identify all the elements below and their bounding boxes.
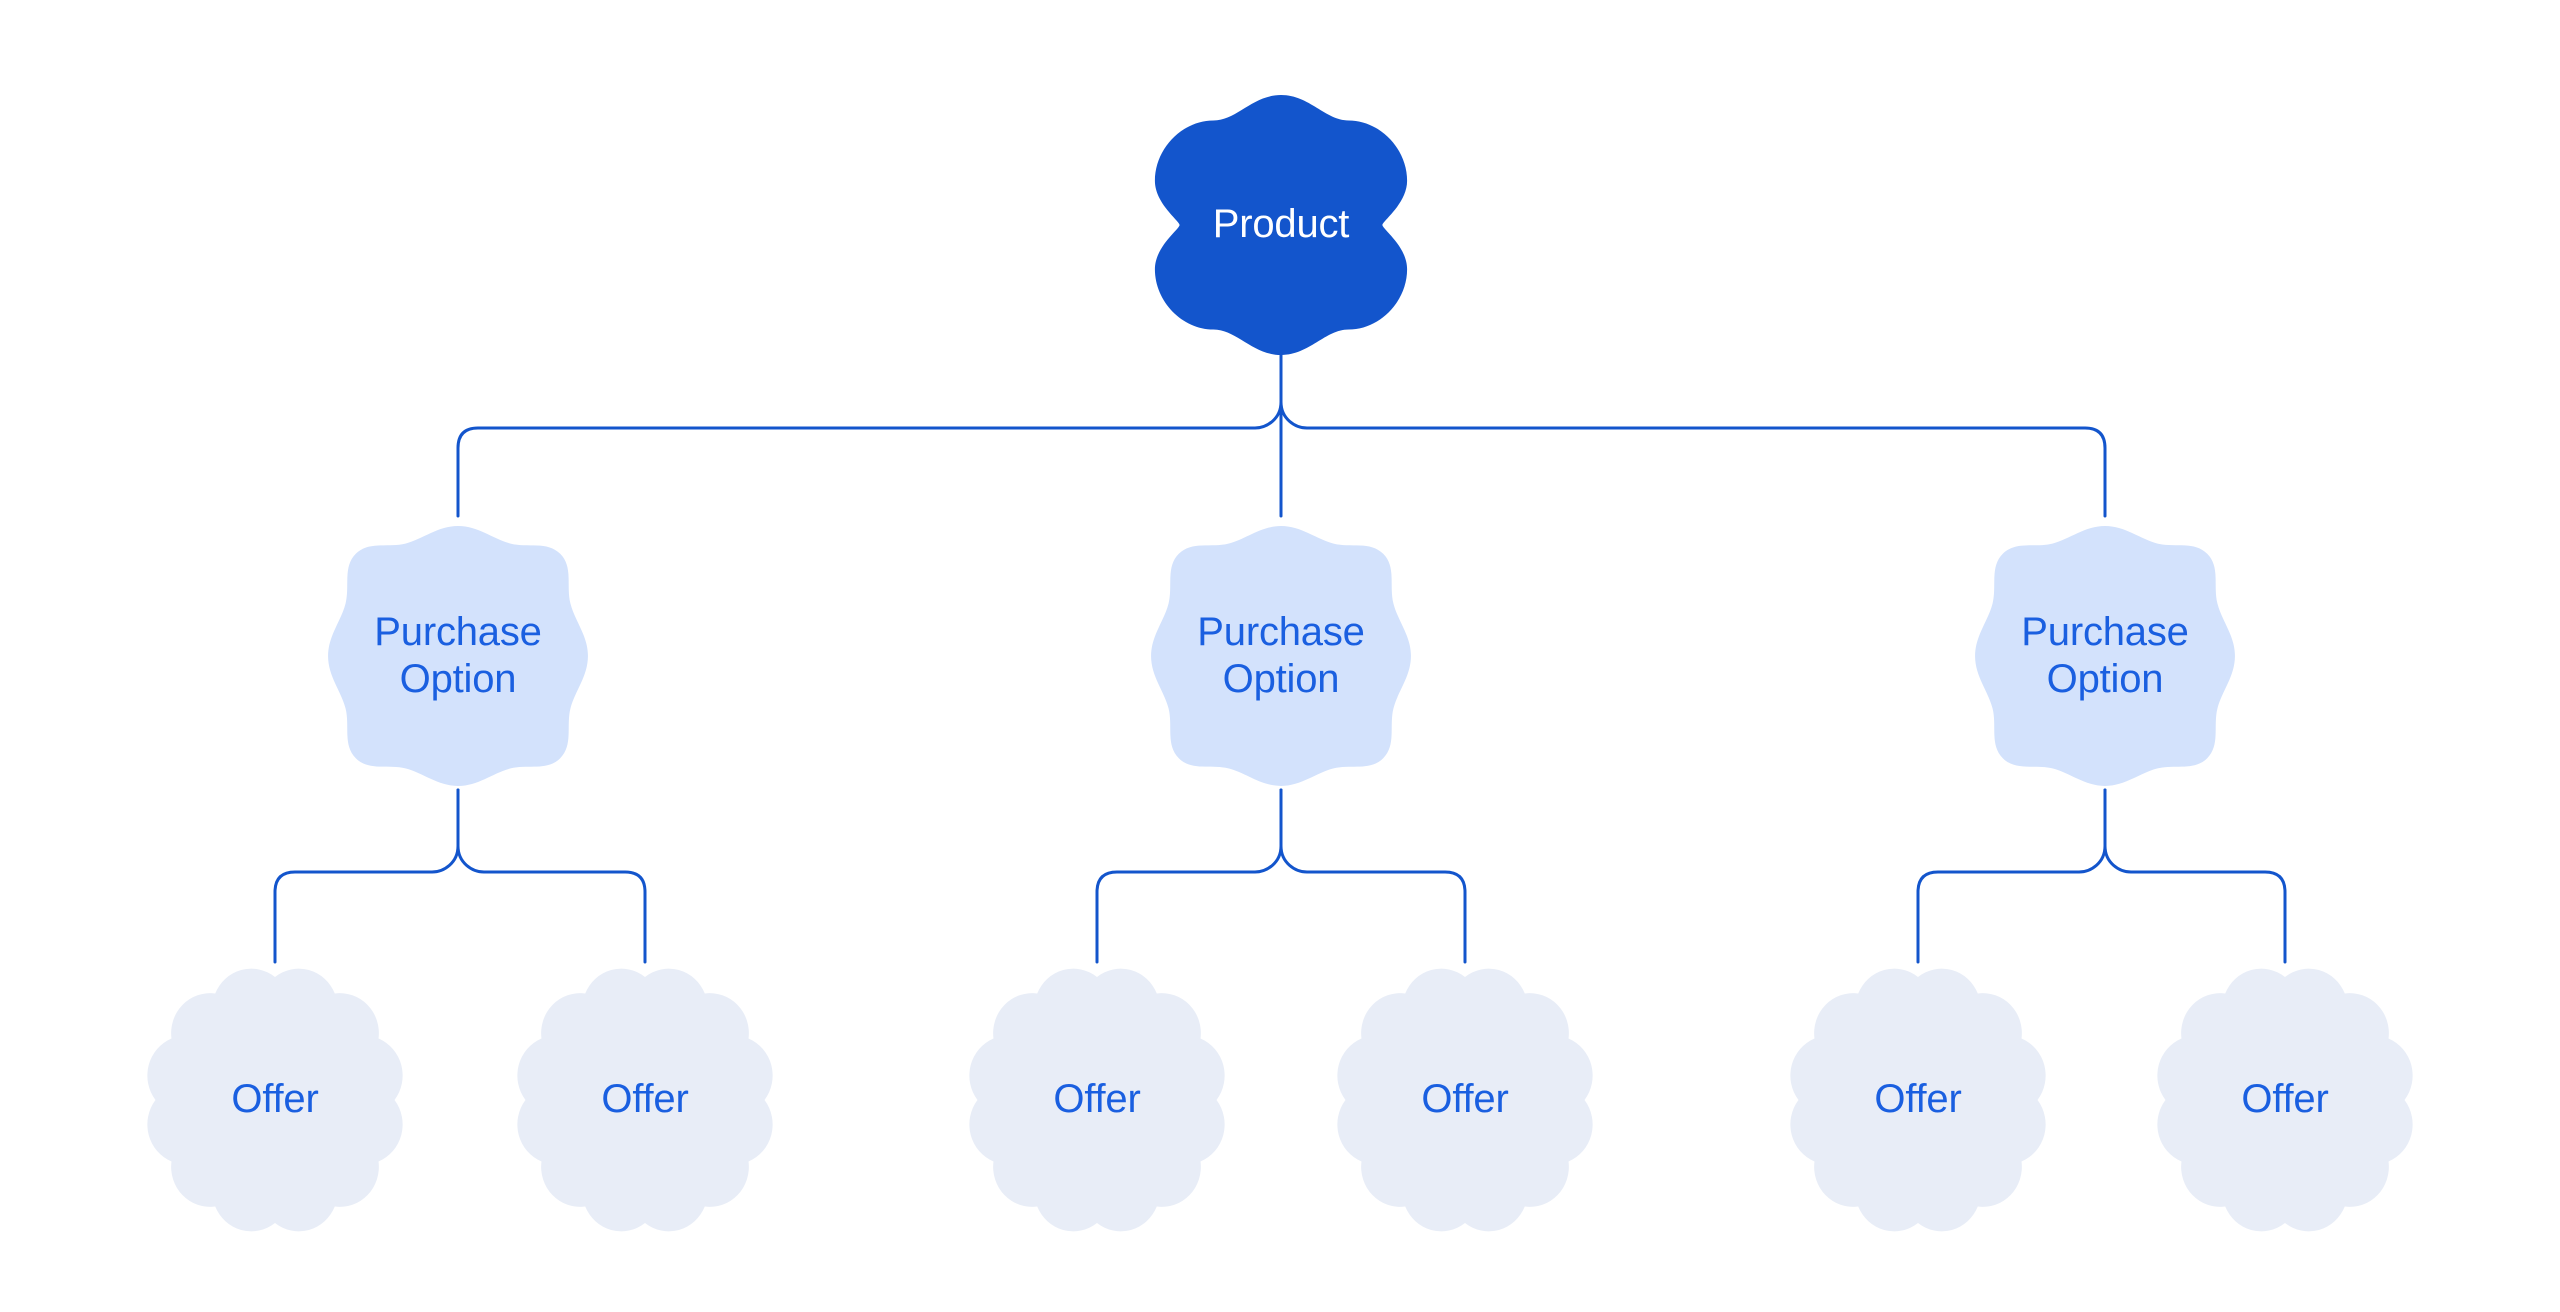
node-offer-2-label: Offer bbox=[601, 1077, 689, 1122]
node-product[interactable]: Product bbox=[1151, 91, 1411, 359]
node-purchase-option-1[interactable]: Purchase Option bbox=[312, 510, 604, 802]
node-offer-6-label: Offer bbox=[2241, 1077, 2329, 1122]
edge-product-to-purchase-options-right bbox=[1279, 353, 2107, 518]
node-offer-4[interactable]: Offer bbox=[1326, 957, 1604, 1243]
node-product-label: Product bbox=[1212, 202, 1350, 247]
product-blob-shape bbox=[1154, 95, 1408, 355]
purchase-option-flower-shape bbox=[1975, 526, 2235, 786]
edge-purchase-option-2-to-offers-left bbox=[1095, 788, 1283, 964]
node-purchase-option-3[interactable]: Purchase Option bbox=[1959, 510, 2251, 802]
node-offer-2[interactable]: Offer bbox=[506, 957, 784, 1243]
offer-scallop-shape bbox=[969, 968, 1225, 1232]
node-offer-5[interactable]: Offer bbox=[1779, 957, 2057, 1243]
node-offer-3[interactable]: Offer bbox=[958, 957, 1236, 1243]
node-offer-5-label: Offer bbox=[1874, 1077, 1962, 1122]
offer-scallop-shape bbox=[147, 968, 403, 1232]
node-purchase-option-3-label: Purchase Option bbox=[2021, 609, 2189, 701]
offer-scallop-shape bbox=[1337, 968, 1593, 1232]
node-offer-1[interactable]: Offer bbox=[136, 957, 414, 1243]
edge-product-to-purchase-options-left bbox=[456, 353, 1283, 518]
offer-scallop-shape bbox=[1790, 968, 2046, 1232]
node-purchase-option-2[interactable]: Purchase Option bbox=[1135, 510, 1427, 802]
edge-purchase-option-2-to-offers-right bbox=[1279, 788, 1467, 964]
edge-purchase-option-1-to-offers-right bbox=[456, 788, 647, 964]
node-purchase-option-1-label: Purchase Option bbox=[374, 609, 542, 701]
node-offer-3-label: Offer bbox=[1053, 1077, 1141, 1122]
purchase-option-flower-shape bbox=[328, 526, 588, 786]
node-offer-4-label: Offer bbox=[1421, 1077, 1509, 1122]
node-purchase-option-2-label: Purchase Option bbox=[1197, 609, 1365, 701]
edge-purchase-option-3-to-offers-left bbox=[1916, 788, 2107, 964]
purchase-option-flower-shape bbox=[1151, 526, 1411, 786]
offer-scallop-shape bbox=[2157, 968, 2413, 1232]
node-offer-1-label: Offer bbox=[231, 1077, 319, 1122]
edge-purchase-option-3-to-offers-right bbox=[2103, 788, 2287, 964]
node-offer-6[interactable]: Offer bbox=[2146, 957, 2424, 1243]
offer-scallop-shape bbox=[517, 968, 773, 1232]
edge-purchase-option-1-to-offers-left bbox=[273, 788, 460, 964]
